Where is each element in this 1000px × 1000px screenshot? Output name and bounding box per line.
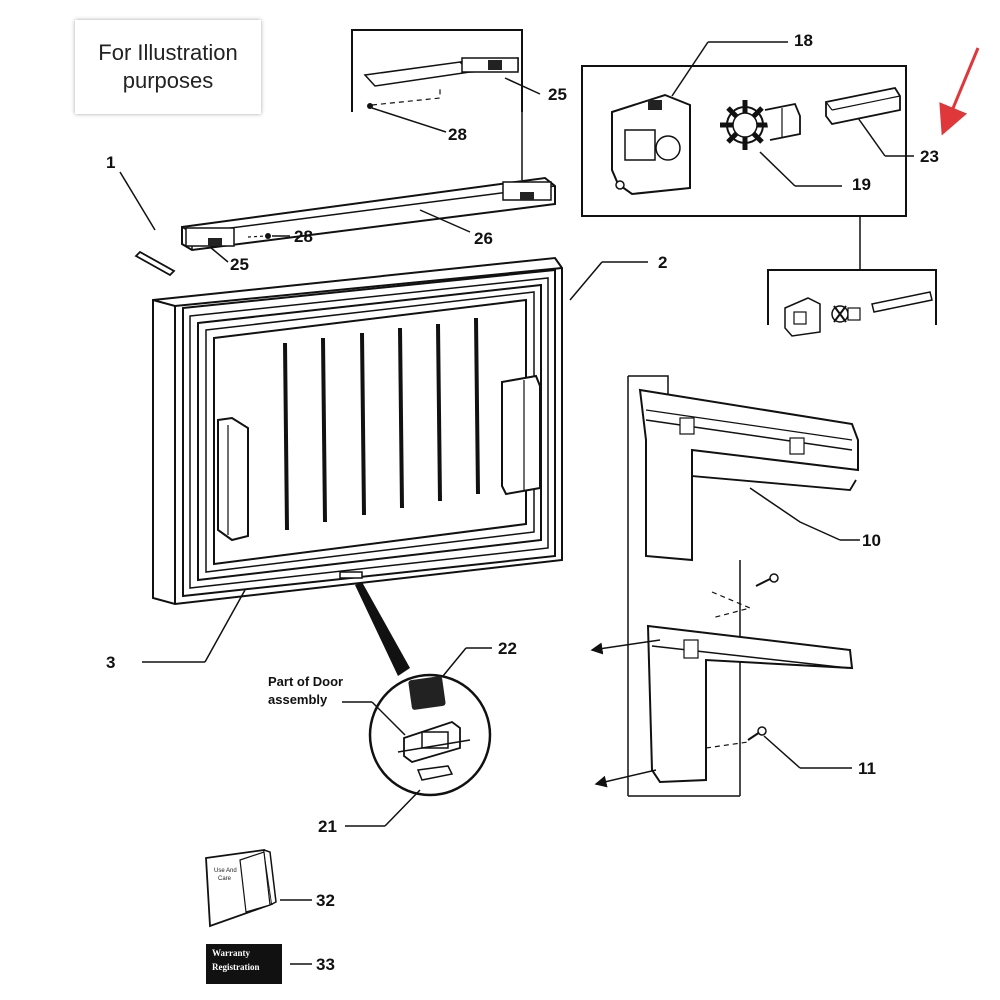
callout-18: 18 [794,31,813,50]
cabinet-hinge-brackets [590,375,860,797]
manual-cover-line1: Use And [214,868,237,874]
illustration-note-line2: purposes [122,68,214,93]
manual-cover-line2: Care [218,876,232,882]
callout-26: 26 [474,229,493,248]
callout-23: 23 [920,147,939,166]
callout-25-bottom: 25 [230,255,249,274]
illustration-note-line1: For Illustration [98,40,238,65]
illustration-note: For Illustration purposes [75,20,261,114]
freezer-door [142,256,648,663]
gear-assembly-inset [581,41,914,270]
callout-28-bottom: 28 [294,227,313,246]
callout-28-top: 28 [448,125,467,144]
highlight-arrow [939,47,980,136]
door-assembly-label-line1: Part of Door [268,674,343,689]
warranty-registration-card: Warranty Registration [206,944,312,984]
use-and-care-manual: Use And Care [205,848,312,928]
callout-22: 22 [498,639,517,658]
callout-25-top: 25 [548,85,567,104]
callout-1: 1 [106,153,115,172]
callout-11: 11 [858,759,876,778]
callout-2: 2 [658,253,667,272]
gear-assembly-mini-inset [767,269,937,337]
hinge-pin [119,171,176,277]
warranty-badge-line1: Warranty [212,948,250,958]
callout-19: 19 [852,175,871,194]
callout-32: 32 [316,891,335,910]
rail-end-detail-inset [351,29,541,180]
callout-labels: 1 2 3 10 11 18 19 21 22 23 25 25 26 28 2… [106,31,939,974]
callout-33: 33 [316,955,335,974]
warranty-badge-line2: Registration [212,962,260,972]
callout-3: 3 [106,653,115,672]
door-assembly-label-line2: assembly [268,692,328,707]
callout-10: 10 [862,531,881,550]
door-top-rail [181,176,556,263]
callout-21: 21 [318,817,337,836]
door-latch-detail [342,582,492,827]
